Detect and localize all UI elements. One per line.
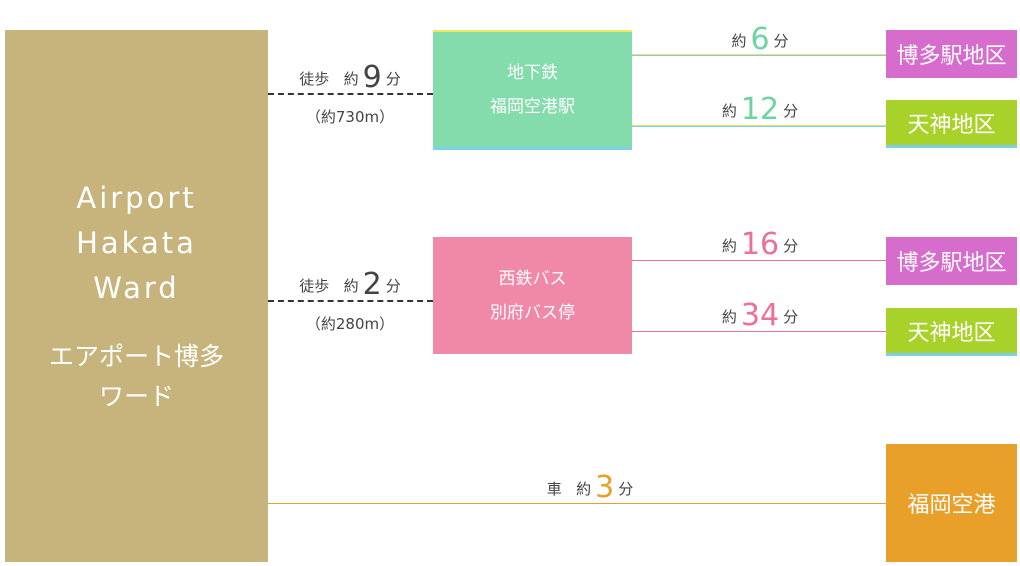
unit: 分 xyxy=(385,277,401,295)
destination-box: 天神地区 xyxy=(886,100,1017,148)
walk-line-subway xyxy=(268,93,433,95)
destination-label: 博多駅地区 xyxy=(896,251,1007,276)
subway-station-box: 地下鉄 福岡空港駅 xyxy=(433,30,632,150)
airport-destination-box: 福岡空港 xyxy=(886,444,1017,562)
bus-stop-box: 西鉄バス 別府バス停 xyxy=(433,237,632,354)
minutes: 2 xyxy=(362,267,382,302)
mode: 徒歩 xyxy=(299,277,330,295)
station-line: 地下鉄 xyxy=(507,62,558,83)
origin-jp-line: エアポート博多 xyxy=(48,341,224,371)
prefix: 約 xyxy=(721,308,737,326)
car-route-line xyxy=(268,503,886,504)
unit: 分 xyxy=(783,237,799,255)
mode: 徒歩 xyxy=(299,70,330,88)
prefix: 約 xyxy=(343,277,359,295)
minutes: 3 xyxy=(595,470,615,505)
destination-box: 博多駅地区 xyxy=(886,237,1017,285)
origin-en-line: Airport xyxy=(76,180,197,215)
walk-distance-subway: （約730m） xyxy=(305,108,395,126)
prefix: 約 xyxy=(576,480,592,498)
origin-name-jp: エアポート博多 ワード xyxy=(49,337,224,417)
walk-line-bus xyxy=(268,300,433,302)
origin-jp-line: ワード xyxy=(98,381,174,411)
origin-en-line: Hakata xyxy=(76,225,197,260)
unit: 分 xyxy=(783,102,799,120)
origin-box: Airport Hakata Ward エアポート博多 ワード xyxy=(5,30,268,562)
walk-distance-bus: （約280m） xyxy=(305,315,395,333)
prefix: 約 xyxy=(731,32,747,50)
route-line xyxy=(632,125,886,127)
prefix: 約 xyxy=(343,70,359,88)
destination-label: 天神地区 xyxy=(907,320,996,346)
mode: 車 xyxy=(546,480,562,498)
destination-box: 天神地区 xyxy=(886,308,1017,356)
destination-label: 福岡空港 xyxy=(907,493,996,518)
unit: 分 xyxy=(773,32,789,50)
minutes: 16 xyxy=(740,227,780,262)
unit: 分 xyxy=(385,70,401,88)
destination-label: 天神地区 xyxy=(907,112,996,138)
minutes: 12 xyxy=(740,92,780,127)
unit: 分 xyxy=(783,308,799,326)
unit: 分 xyxy=(618,480,634,498)
minutes: 6 xyxy=(750,22,770,57)
route-line xyxy=(632,54,886,56)
minutes: 9 xyxy=(362,60,382,95)
minutes: 34 xyxy=(740,298,780,333)
station-line: 西鉄バス xyxy=(498,268,567,289)
origin-name-en: Airport Hakata Ward xyxy=(76,176,197,311)
prefix: 約 xyxy=(721,102,737,120)
destination-box: 博多駅地区 xyxy=(886,30,1017,78)
route-line xyxy=(632,260,886,261)
route-line xyxy=(632,331,886,332)
prefix: 約 xyxy=(721,237,737,255)
station-line: 別府バス停 xyxy=(490,302,575,323)
origin-en-line: Ward xyxy=(93,270,180,305)
station-line: 福岡空港駅 xyxy=(490,96,575,117)
destination-label: 博多駅地区 xyxy=(896,44,1007,69)
